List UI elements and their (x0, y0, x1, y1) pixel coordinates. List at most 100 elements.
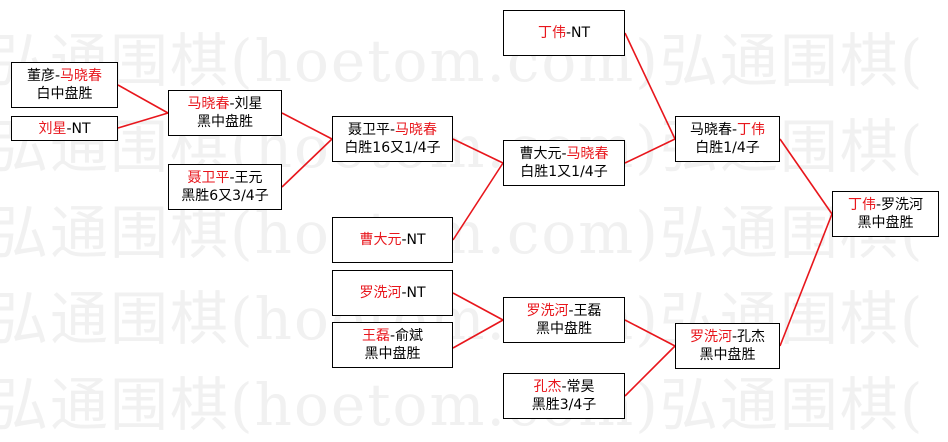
match-box: 丁伟-NT (503, 10, 625, 56)
matchup-line: 罗洗河-孔杰 (690, 328, 765, 346)
player-name: 丁伟 (737, 122, 766, 138)
player-name: 罗洗河 (689, 329, 732, 345)
match-result: 黑中盘胜 (857, 215, 914, 231)
match-result: 黑中盘胜 (364, 346, 421, 362)
player-name: 丁伟 (847, 197, 876, 213)
player-name: 丁伟 (537, 25, 566, 41)
player-name: NT (406, 232, 426, 248)
player-name: NT (71, 120, 91, 137)
match-result: 白中盘胜 (36, 86, 93, 102)
matchup-line: 曹大元-NT (359, 231, 425, 249)
match-box: 丁伟-罗洗河黑中盘胜 (832, 191, 939, 237)
match-box: 罗洗河-王磊黑中盘胜 (503, 297, 625, 343)
connector (624, 32, 676, 140)
player-name: 王磊 (573, 303, 602, 319)
match-box: 罗洗河-孔杰黑中盘胜 (675, 323, 780, 369)
matchup-line: 曹大元-马晓春 (519, 145, 608, 163)
matchup-line: 刘星-NT (38, 120, 90, 138)
match-box: 聂卫平-马晓春白胜16又1/4子 (332, 116, 453, 162)
player-name: 马晓春 (689, 122, 732, 138)
connector (281, 138, 333, 188)
connector (624, 319, 676, 347)
matchup-line: 丁伟-NT (538, 24, 590, 42)
player-name: 马晓春 (60, 68, 103, 84)
player-name: 马晓春 (187, 96, 230, 112)
separator: - (401, 285, 407, 301)
connector (624, 138, 676, 164)
matchup-line: 罗洗河-NT (359, 284, 425, 302)
matchup-line: 马晓春-刘星 (187, 95, 262, 113)
player-name: NT (406, 285, 426, 301)
separator: - (875, 197, 882, 213)
separator: - (561, 379, 567, 395)
player-name: 聂卫平 (347, 122, 390, 138)
connector (452, 162, 504, 241)
match-box: 罗洗河-NT (332, 270, 453, 316)
separator: - (731, 122, 738, 138)
match-result: 黑中盘胜 (197, 114, 253, 130)
matchup-line: 聂卫平-马晓春 (348, 121, 437, 139)
matchup-line: 聂卫平-王元 (187, 169, 262, 187)
match-box: 董彦-马晓春白中盘胜 (11, 62, 118, 108)
player-name: 曹大元 (519, 146, 562, 162)
match-box: 孔杰-常昊黑胜3/4子 (503, 373, 625, 419)
match-box: 王磊-俞斌黑中盘胜 (332, 322, 453, 368)
match-result: 白胜1又1/4子 (520, 164, 608, 180)
connector (452, 292, 504, 321)
player-name: 聂卫平 (187, 170, 230, 186)
connector (624, 345, 676, 397)
connector (117, 112, 169, 129)
separator: - (229, 170, 235, 186)
match-box: 曹大元-NT (332, 217, 453, 263)
player-name: 刘星 (38, 120, 67, 137)
separator: - (66, 120, 72, 137)
bracket-connectors (117, 32, 833, 397)
match-box: 马晓春-刘星黑中盘胜 (168, 90, 282, 136)
separator: - (389, 122, 396, 138)
player-name: 马晓春 (395, 122, 438, 138)
match-result: 黑中盘胜 (699, 347, 756, 363)
separator: - (389, 328, 396, 344)
matchup-line: 孔杰-常昊 (533, 378, 594, 396)
player-name: 罗洗河 (359, 285, 402, 301)
player-name: 王元 (234, 170, 263, 186)
matchup-line: 马晓春-丁伟 (690, 121, 765, 139)
separator: - (561, 146, 567, 162)
match-box: 刘星-NT (11, 116, 118, 141)
player-name: 董彦 (26, 68, 55, 84)
connector (281, 112, 333, 140)
player-name: 王磊 (361, 328, 390, 344)
match-result: 白胜16又1/4子 (344, 140, 441, 156)
player-name: 孔杰 (533, 379, 562, 395)
match-result: 黑胜6又3/4子 (181, 188, 269, 204)
connector (117, 84, 169, 114)
player-name: NT (571, 25, 591, 41)
matchup-line: 王磊-俞斌 (362, 327, 423, 345)
player-name: 曹大元 (359, 232, 402, 248)
connector (452, 138, 504, 164)
separator: - (565, 25, 572, 41)
separator: - (568, 303, 574, 319)
player-name: 刘星 (234, 96, 263, 112)
connector (452, 319, 504, 349)
player-name: 常昊 (566, 379, 595, 395)
separator: - (731, 329, 738, 345)
separator: - (401, 232, 407, 248)
player-name: 罗洗河 (526, 303, 569, 319)
matchup-line: 董彦-马晓春 (27, 67, 102, 85)
separator: - (229, 96, 235, 112)
match-box: 曹大元-马晓春白胜1又1/4子 (503, 140, 625, 186)
match-result: 白胜1/4子 (695, 140, 760, 156)
connector (779, 138, 833, 215)
match-box: 聂卫平-王元黑胜6又3/4子 (168, 164, 282, 210)
matchup-line: 丁伟-罗洗河 (848, 196, 923, 214)
player-name: 俞斌 (395, 328, 424, 344)
matchup-line: 罗洗河-王磊 (526, 302, 601, 320)
separator: - (54, 68, 61, 84)
connector (779, 213, 833, 347)
match-box: 马晓春-丁伟白胜1/4子 (675, 116, 780, 162)
match-result: 黑胜3/4子 (531, 397, 597, 413)
match-result: 黑中盘胜 (536, 321, 592, 337)
player-name: 马晓春 (566, 146, 609, 162)
player-name: 罗洗河 (881, 197, 924, 213)
